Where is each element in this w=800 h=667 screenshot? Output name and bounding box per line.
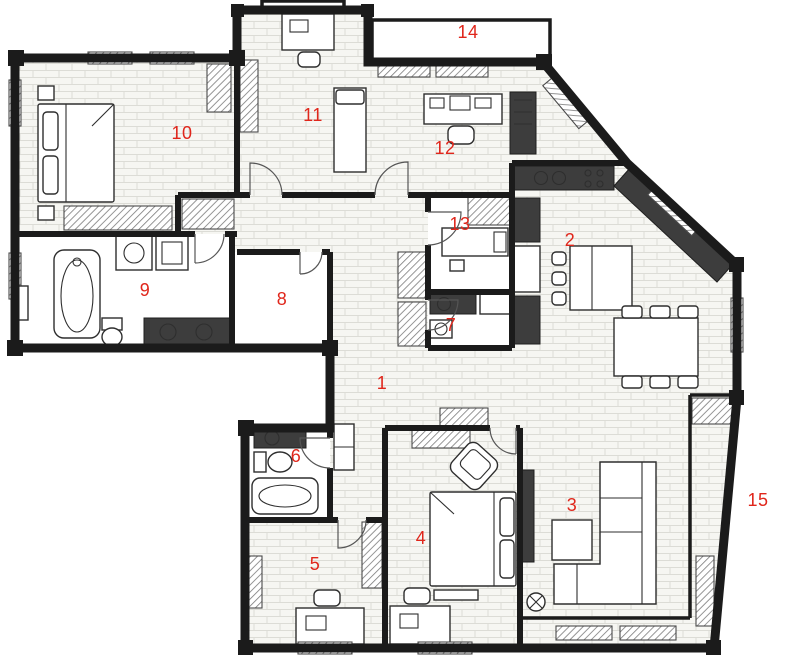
window [619,625,677,641]
room-12-study-furniture [377,63,589,155]
chair [677,375,699,389]
exterior-walls [10,5,742,653]
chair [621,375,643,389]
wardrobe [397,301,427,347]
stool [551,291,567,306]
desk-item [429,97,445,109]
pillow [42,111,59,151]
dining-table [613,317,699,377]
pillow [42,155,59,195]
desk-item [305,615,327,631]
toilet-bowl [267,451,293,473]
wardrobe [397,251,427,299]
window [695,555,715,627]
stool [449,259,465,272]
closet [467,196,511,226]
wall-pillars [7,4,744,655]
chair [621,305,643,319]
bathtub-basin [60,259,94,333]
dryer [155,235,189,271]
wardrobe [206,63,232,113]
tv-unit [521,469,535,563]
desk-item [289,19,309,33]
room-11-furniture [239,13,367,173]
wardrobe [411,429,471,449]
exercise-machine [509,91,537,155]
room-4-bedroom-furniture [389,429,517,655]
chair [313,589,341,607]
cabinet [479,293,511,315]
sink [159,323,177,341]
chair [649,375,671,389]
chair [297,51,321,68]
armchair [449,441,499,491]
washer-door [123,242,145,264]
tall-cabinet [513,197,541,243]
counter [429,293,477,315]
desk-item [399,613,419,629]
room-3-living-furniture [521,461,657,612]
sink [551,170,567,186]
stool [551,271,567,286]
room-9-bathroom-fixtures [8,235,233,347]
washing-machine [115,235,153,271]
sink [533,170,549,186]
appliance [429,319,453,339]
toilet-tank [253,451,267,473]
window [555,625,613,641]
monitor [449,95,471,111]
sink [436,296,452,312]
chair [677,305,699,319]
kitchen-island [569,245,633,311]
vanity-counter [143,317,233,347]
chair [403,587,431,605]
room-8-floor [232,252,330,348]
dresser-drawer [493,231,507,253]
bathtub [251,477,319,515]
wardrobe [63,205,173,231]
sink [195,323,213,341]
nightstand [37,85,55,101]
toilet-bowl [101,327,123,347]
tall-cabinet [513,295,541,345]
hob [584,169,604,188]
chair [447,125,475,145]
desk [295,607,365,645]
pillow [499,497,515,537]
desk [423,93,503,125]
desk-item [474,97,492,109]
bed-bench [433,589,479,601]
window [691,397,735,425]
wardrobe [439,407,489,427]
wardrobe [239,59,259,133]
interior-walls [15,58,627,648]
hallway-1-furniture [181,198,489,471]
dryer-door [161,241,183,265]
fridge [513,245,541,293]
nightstand [37,205,55,221]
pillow [335,89,365,105]
chair [649,305,671,319]
faucet [72,257,82,267]
room-2-kitchen-dining-furniture [513,165,734,389]
coffee-table [551,519,593,561]
door-swings [194,161,517,549]
balcony-14-outline [370,18,552,64]
stool [551,251,567,266]
shelf [247,555,263,609]
pillow [499,539,515,579]
desk [389,605,451,645]
closet [181,198,235,230]
wardrobe [361,521,383,589]
bathtub-basin [258,484,312,508]
